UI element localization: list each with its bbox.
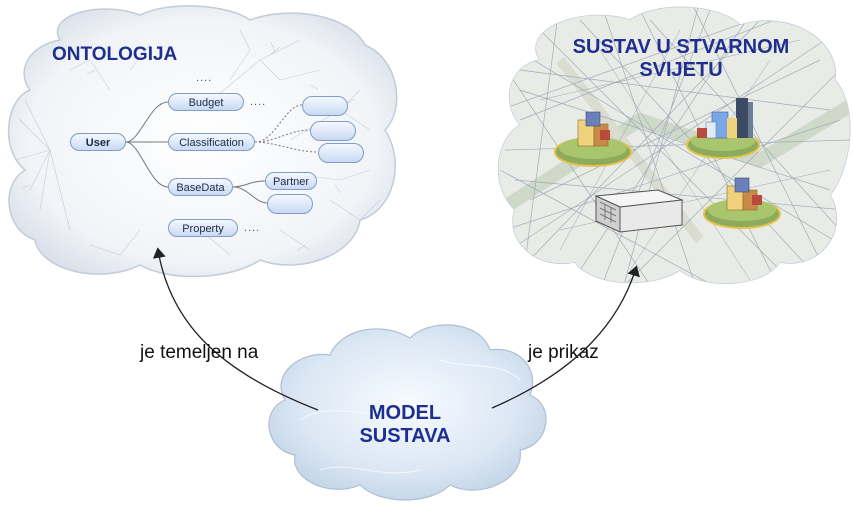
ontology-node-empty	[318, 143, 364, 163]
ontology-title: ONTOLOGIJA	[52, 44, 178, 65]
ontology-node-budget: Budget	[168, 93, 244, 111]
model-title: MODEL SUSTAVA	[359, 402, 451, 447]
ontology-node-empty	[267, 194, 313, 214]
model-cloud	[268, 324, 547, 501]
ontology-node-user: User	[70, 133, 126, 151]
edge-label-based-on: je temeljen na	[140, 342, 259, 363]
edge-label-represents: je prikaz	[528, 342, 599, 363]
city-block-icon	[686, 98, 760, 159]
city-block-icon	[703, 177, 781, 229]
ontology-node-classification: Classification	[168, 133, 255, 151]
real-world-cloud	[497, 6, 851, 284]
arrow-based-on	[152, 247, 319, 411]
ontology-node-partner: Partner	[265, 172, 317, 190]
real-world-title: SUSTAV U STVARNOM SVIJETU	[572, 36, 790, 81]
ontology-node-property: Property	[168, 219, 238, 237]
ontology-node-basedata: BaseData	[168, 178, 233, 196]
ontology-ellipsis: ....	[250, 96, 267, 108]
ontology-ellipsis: ....	[244, 222, 261, 234]
arrow-represents	[491, 265, 640, 409]
ontology-node-empty	[310, 121, 356, 141]
ontology-ellipsis: ....	[196, 72, 213, 84]
server-icon	[594, 189, 684, 233]
city-block-icon	[554, 111, 632, 167]
ontology-node-empty	[302, 96, 348, 116]
